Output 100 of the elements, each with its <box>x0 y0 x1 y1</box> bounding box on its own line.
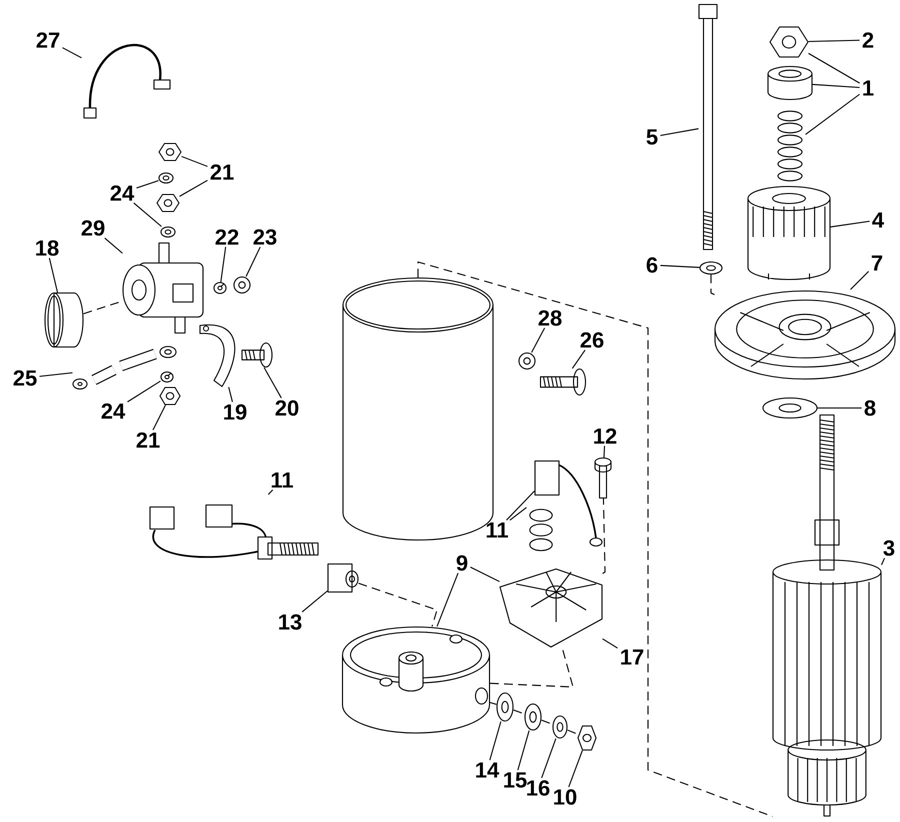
brush-lead-drawing <box>149 504 319 560</box>
leader-line <box>808 40 860 42</box>
hex-nut <box>156 194 180 212</box>
wire-lead <box>83 44 171 119</box>
spring <box>777 110 803 182</box>
callout-number: 5 <box>646 129 658 145</box>
callout-number: 23 <box>254 229 276 245</box>
washer <box>699 261 723 275</box>
alignment-line <box>417 261 773 818</box>
leader-line <box>805 94 860 135</box>
washer <box>552 715 568 739</box>
leader-line <box>506 490 535 521</box>
callout-number: 9 <box>456 555 468 571</box>
leader-line <box>881 558 886 566</box>
screw <box>594 457 612 499</box>
washer <box>518 352 536 370</box>
lock-washer <box>160 371 174 383</box>
leader-line <box>808 52 860 84</box>
end-frame-drawing <box>342 626 490 734</box>
callout-number: 28 <box>538 310 562 326</box>
callout-number: 1 <box>863 80 874 96</box>
leader-line <box>136 180 159 189</box>
spring <box>529 508 553 552</box>
callout-number: 16 <box>527 780 550 796</box>
callout-number: 11 <box>272 472 293 488</box>
leader-line <box>603 446 606 458</box>
pinion-gear <box>747 186 831 280</box>
callout-number: 24 <box>110 185 134 201</box>
callout-number: 24 <box>102 403 126 419</box>
leader-line <box>246 246 261 277</box>
callout-number: 8 <box>864 400 876 416</box>
callout-number: 2 <box>862 32 874 48</box>
callout-number: 13 <box>279 614 302 630</box>
alignment-line <box>602 498 606 574</box>
lock-washer <box>213 282 227 294</box>
leader-line <box>572 350 586 369</box>
callout-number: 20 <box>276 400 298 416</box>
alignment-line <box>358 582 438 627</box>
leader-line <box>179 180 208 197</box>
leader-line <box>510 507 527 521</box>
hex-nut <box>769 26 809 58</box>
callout-number: 12 <box>594 428 616 444</box>
brush-holder-drawing <box>499 568 603 648</box>
alignment-line <box>513 710 525 714</box>
leader-line <box>133 202 162 227</box>
leader-line <box>812 84 860 88</box>
leader-line <box>39 372 73 377</box>
leader-line <box>660 264 700 268</box>
leader-line <box>489 721 502 760</box>
screw <box>540 368 586 396</box>
hex-nut <box>577 725 597 751</box>
callout-number: 3 <box>883 540 894 556</box>
callout-number: 18 <box>36 240 59 256</box>
alignment-line <box>490 702 497 705</box>
leader-line <box>127 380 161 402</box>
leader-line <box>517 730 530 770</box>
through-bolt <box>698 4 718 250</box>
solenoid-drawing <box>122 242 204 334</box>
washer <box>160 226 176 238</box>
strap-bracket <box>199 324 236 388</box>
sleeve <box>44 292 84 348</box>
washer <box>496 692 514 722</box>
alignment-line <box>490 647 574 688</box>
hex-nut <box>158 142 182 162</box>
leader-line <box>818 407 862 409</box>
leader-line <box>470 566 500 582</box>
callout-number: 10 <box>554 789 576 805</box>
callout-number: 19 <box>224 404 246 420</box>
alignment-line <box>567 730 578 735</box>
callout-number: 25 <box>14 370 37 386</box>
leader-line <box>830 220 870 228</box>
leader-line <box>264 367 282 398</box>
leader-line <box>181 156 208 167</box>
alignment-line <box>710 274 715 296</box>
hex-nut <box>159 386 181 406</box>
callout-number: 21 <box>136 432 160 448</box>
callout-number: 4 <box>872 212 884 228</box>
callout-number: 22 <box>216 229 238 245</box>
callout-number: 14 <box>476 762 500 778</box>
washer <box>158 172 174 184</box>
leader-line <box>48 258 58 293</box>
callout-number: 21 <box>210 164 234 180</box>
leader-line <box>568 750 583 788</box>
washer <box>233 276 251 294</box>
leader-line <box>152 404 166 430</box>
end-cap-drawing <box>714 290 896 380</box>
callout-number: 11 <box>486 522 508 538</box>
leader-line <box>660 128 699 136</box>
callout-number: 29 <box>82 220 104 236</box>
brush-block <box>534 460 603 547</box>
alignment-line <box>541 720 553 725</box>
sleeve <box>767 66 813 100</box>
leader-line <box>62 47 82 58</box>
screw <box>241 342 273 368</box>
callout-number: 17 <box>621 649 644 665</box>
leader-line <box>531 328 546 353</box>
callout-number: 26 <box>580 332 604 348</box>
callout-number: 7 <box>872 255 882 271</box>
leader-line <box>104 238 123 254</box>
callout-number: 6 <box>646 257 658 273</box>
